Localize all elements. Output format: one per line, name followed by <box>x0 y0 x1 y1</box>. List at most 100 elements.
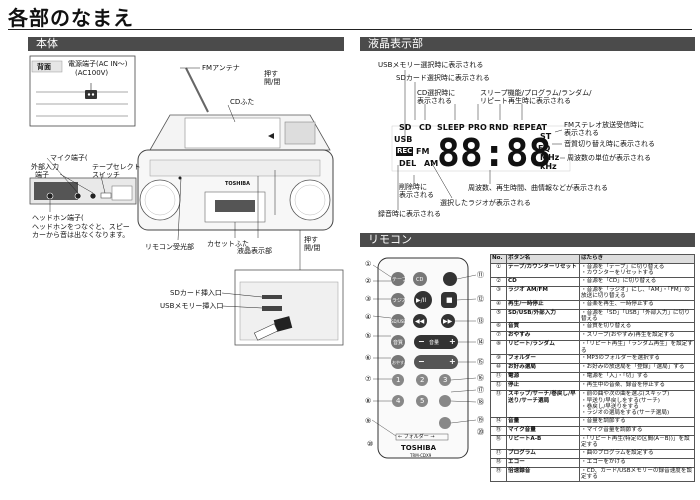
remote-repeat-minus-button[interactable]: − <box>418 357 425 366</box>
table-cell-func: ・音源を「ラジオ」にし、「AM」・「FM」の放送に切り替える <box>579 285 695 301</box>
lcd-sleep-note-2: リピート再生時に表示される <box>480 97 571 105</box>
remote-radio-button[interactable]: ラジオ <box>392 298 407 304</box>
remote-num4-button[interactable]: 4 <box>396 397 401 405</box>
callout-15: ⑮ <box>477 358 484 366</box>
table-cell-func: ・音源を「SD」「USB」「外部入力」に切り替える <box>579 308 695 324</box>
table-cell-func: ・音質を切り替える <box>579 322 695 333</box>
table-cell-no: ⑦ <box>490 331 507 342</box>
table-cell-name: お好み選局 <box>506 363 580 374</box>
table-cell-no: ① <box>490 263 507 278</box>
lcd-cd-note: CD選択時に <box>417 89 456 97</box>
table-cell-name: おやすみ <box>506 331 580 342</box>
remote-cd-button[interactable]: CD <box>416 277 424 283</box>
lcd-seg-usb: USB <box>394 135 413 144</box>
table-header-no: No. <box>490 254 507 264</box>
table-cell-name: 倍速録音 <box>506 466 580 482</box>
table-cell-no: ⑬ <box>490 390 507 418</box>
lcd-usb-note: USBメモリー選択時に表示される <box>378 61 484 69</box>
push-open-label-bottom: 押す <box>304 236 318 244</box>
remote-model: TRM-CDX9 <box>410 453 432 458</box>
lcd-radio-note: 選択したラジオが表示される <box>440 199 531 207</box>
remote-vol-minus-button[interactable]: − <box>418 337 425 346</box>
callout-9: ⑨ <box>365 417 372 425</box>
table-cell-func: ・マイク音量を調節する <box>579 425 695 436</box>
lcd-seg-fm: FM <box>416 147 430 156</box>
callout-1: ① <box>365 260 372 268</box>
usb-slot-label: USBメモリー挿入口 <box>160 302 224 310</box>
section-remote: リモコン <box>360 233 695 247</box>
table-cell-name: SD/USB/外部入力 <box>506 308 580 324</box>
table-header-name: ボタン名 <box>506 254 580 264</box>
remote-sleep-button[interactable]: おやすみ <box>392 360 408 365</box>
lcd-seg-repeat: REPEAT <box>513 123 547 132</box>
lcd-seg-am: AM <box>424 159 439 168</box>
push-open-label-top: 押す <box>264 70 278 78</box>
ext-input-label-2: 端子 <box>35 171 49 179</box>
remote-stop-button[interactable]: ■ <box>446 296 453 304</box>
cd-lid-label: CDふた <box>230 98 255 106</box>
table-cell-no: ⑮ <box>490 425 507 436</box>
lcd-seg-eq: EQ <box>538 144 551 153</box>
remote-num1-button[interactable]: 1 <box>396 376 401 384</box>
lcd-fm-stereo-note-2: 表示される <box>564 129 599 137</box>
remote-num5-button[interactable]: 5 <box>420 397 425 405</box>
table-cell-no: ⑥ <box>490 322 507 333</box>
back-label: 背面 <box>37 63 51 71</box>
table-cell-func: ・お好みの放送局を「登録」「選局」する <box>579 363 695 374</box>
table-cell-func: ・電源を「入」・「切」する <box>579 372 695 383</box>
lcd-seg-mhz: MHz <box>540 153 560 162</box>
tape-select-label: テープセレクト <box>92 163 141 171</box>
remote-sd-usb-button[interactable]: SD/USB <box>391 319 407 324</box>
lcd-seg-rec: REC <box>396 147 414 156</box>
remote-vol-plus-button[interactable]: + <box>449 337 456 346</box>
lcd-seg-cd: CD <box>419 123 432 132</box>
push-open-sub-bottom: 開/閉 <box>304 244 321 252</box>
table-cell-no: ⑧ <box>490 340 507 356</box>
remote-play-button[interactable]: ▶/II <box>416 297 427 304</box>
remote-receiver-label: リモコン受光部 <box>145 243 194 251</box>
callout-4: ④ <box>365 313 372 321</box>
table-cell-name: マイク音量 <box>506 425 580 436</box>
table-cell-no: ⑪ <box>490 372 507 383</box>
lcd-display-label: 液晶表示部 <box>237 247 272 255</box>
table-cell-name: CD <box>506 276 580 287</box>
remote-sound-button[interactable]: 音質 <box>393 340 404 346</box>
table-cell-name: エコー <box>506 457 580 468</box>
callout-8: ⑧ <box>365 397 372 405</box>
callout-6: ⑥ <box>365 354 372 362</box>
lcd-delete-note-2: 表示される <box>399 191 434 199</box>
remote-num2-button[interactable]: 2 <box>420 376 425 384</box>
table-cell-func: ・再生中の音楽、録音を停止する <box>579 381 695 392</box>
remote-next-button[interactable]: ▶▶ <box>443 318 453 325</box>
lcd-cd-note-2: 表示される <box>417 97 452 105</box>
remote-repeat-plus-button[interactable]: + <box>449 357 456 366</box>
table-cell-no: ⑫ <box>490 381 507 392</box>
remote-vol-label: 音量 <box>429 340 440 346</box>
table-cell-func: ・スリープ(おやすみ)再生を設定する <box>579 331 695 342</box>
sd-slot-label: SDカード挿入口 <box>170 289 222 297</box>
headphone-note-2: カーから音は出なくなります。 <box>32 231 130 239</box>
lcd-seg-pro: PRO <box>468 123 487 132</box>
table-cell-name: リピート/ランダム <box>506 340 580 356</box>
table-cell-name: 再生/一時停止 <box>506 299 580 310</box>
remote-prev-button[interactable]: ◀◀ <box>415 318 425 325</box>
table-cell-func: ・CD、カード/USBメモリーの録音速度を設定する <box>579 466 695 482</box>
remote-tape-button[interactable]: テープ <box>392 277 407 283</box>
table-cell-no: ⑰ <box>490 448 507 459</box>
remote-num3-button[interactable]: 3 <box>443 376 448 384</box>
section-lcd: 液晶表示部 <box>360 37 695 51</box>
headphone-note-1: ヘッドホンをつなぐと、スピー <box>32 223 130 231</box>
callout-20: ⑳ <box>477 428 484 436</box>
title-divider <box>8 29 692 30</box>
